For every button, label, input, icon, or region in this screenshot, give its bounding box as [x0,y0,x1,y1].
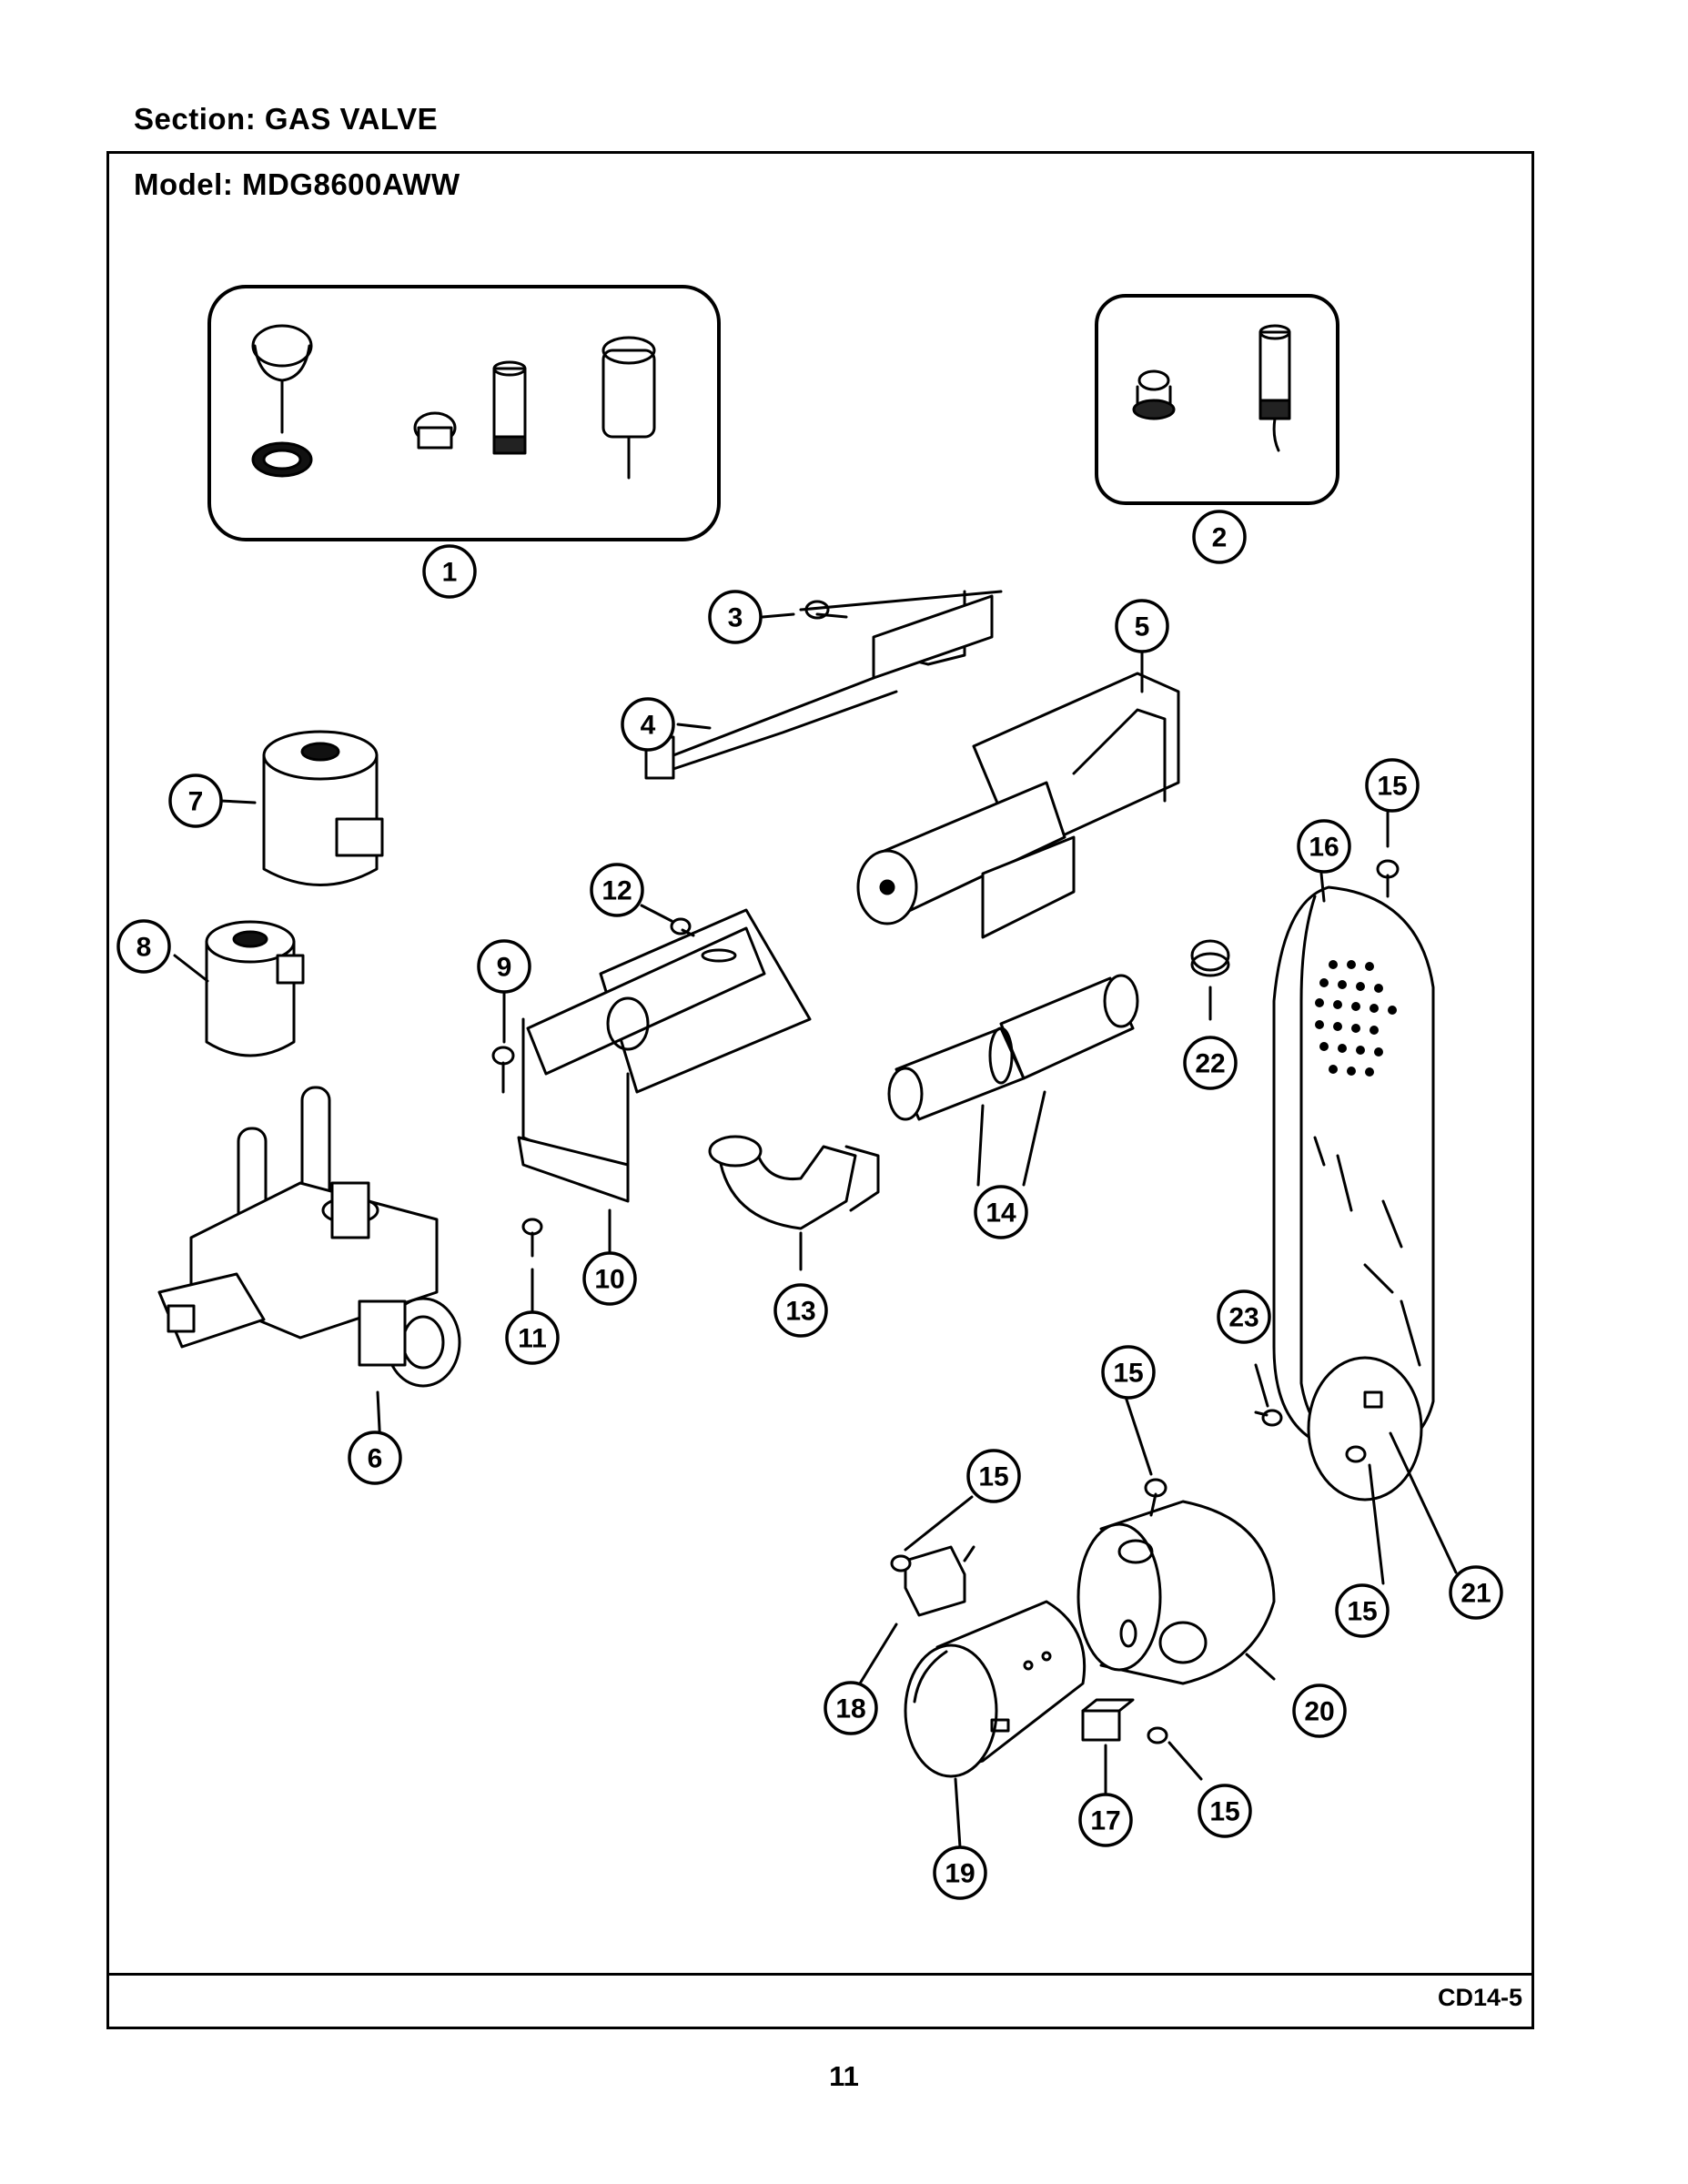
callout-14: 14 [986,1198,1016,1228]
callout-3: 3 [728,603,743,633]
part-4-igniter [644,590,1003,780]
section-title: Section: GAS VALVE [134,102,439,136]
part-15-screws [890,859,1400,1744]
callout-4: 4 [641,711,656,741]
callout-22: 22 [1195,1049,1225,1079]
part-23-screw [1254,1409,1283,1427]
callout-17: 17 [1090,1806,1120,1836]
part-13-elbow [708,1135,880,1230]
callout-15-left: 15 [978,1462,1008,1492]
part-3-screw [804,600,848,620]
leader-lines [173,612,1458,1849]
part-18-bracket [904,1545,975,1617]
part-14-pipe [887,974,1139,1121]
part-19-tube [904,1600,1087,1778]
model-title: Model: MDG8600AWW [134,167,460,201]
page-number: 11 [829,2060,859,2092]
callout-2: 2 [1212,523,1228,553]
callout-19: 19 [945,1859,975,1889]
part-7-coil [262,730,384,886]
callout-15-bottom: 15 [1209,1797,1239,1827]
callout-20: 20 [1304,1697,1334,1727]
diagram-frame [106,151,1534,2029]
part-1-kit [207,285,721,541]
callout-10: 10 [594,1265,624,1295]
callout-21: 21 [1461,1579,1491,1609]
callout-16: 16 [1309,833,1339,863]
part-6-gas-valve [157,1086,461,1388]
callout-9: 9 [497,953,512,983]
callout-15-plate: 15 [1347,1597,1377,1627]
callout-13: 13 [785,1297,815,1327]
document-code: CD14-5 [1437,1984,1522,2011]
part-2-kit [1095,294,1339,505]
callout-23: 23 [1228,1303,1258,1333]
callout-15-mid: 15 [1113,1359,1143,1389]
part-5-burner [856,672,1180,939]
callout-1: 1 [442,558,458,588]
part-9-screw [491,1046,515,1094]
callout-circles [116,510,1503,1900]
callout-5: 5 [1135,612,1150,642]
callout-12: 12 [601,876,632,906]
part-16-plate [1272,885,1435,1502]
callout-18: 18 [835,1694,865,1724]
part-10-bracket [517,908,812,1203]
part-11-screw [521,1218,543,1258]
callout-11: 11 [518,1324,547,1354]
part-20-burner-tube [1076,1500,1276,1685]
part-8-coil [205,920,305,1057]
part-17-bracket [1081,1698,1135,1742]
callout-15-top: 15 [1377,772,1407,802]
part-22-plug [1190,939,1230,977]
callout-6: 6 [368,1444,383,1474]
part-12-screw [670,917,695,937]
callout-8: 8 [136,933,152,963]
callout-7: 7 [188,787,204,817]
footer-divider [106,1973,1534,1976]
